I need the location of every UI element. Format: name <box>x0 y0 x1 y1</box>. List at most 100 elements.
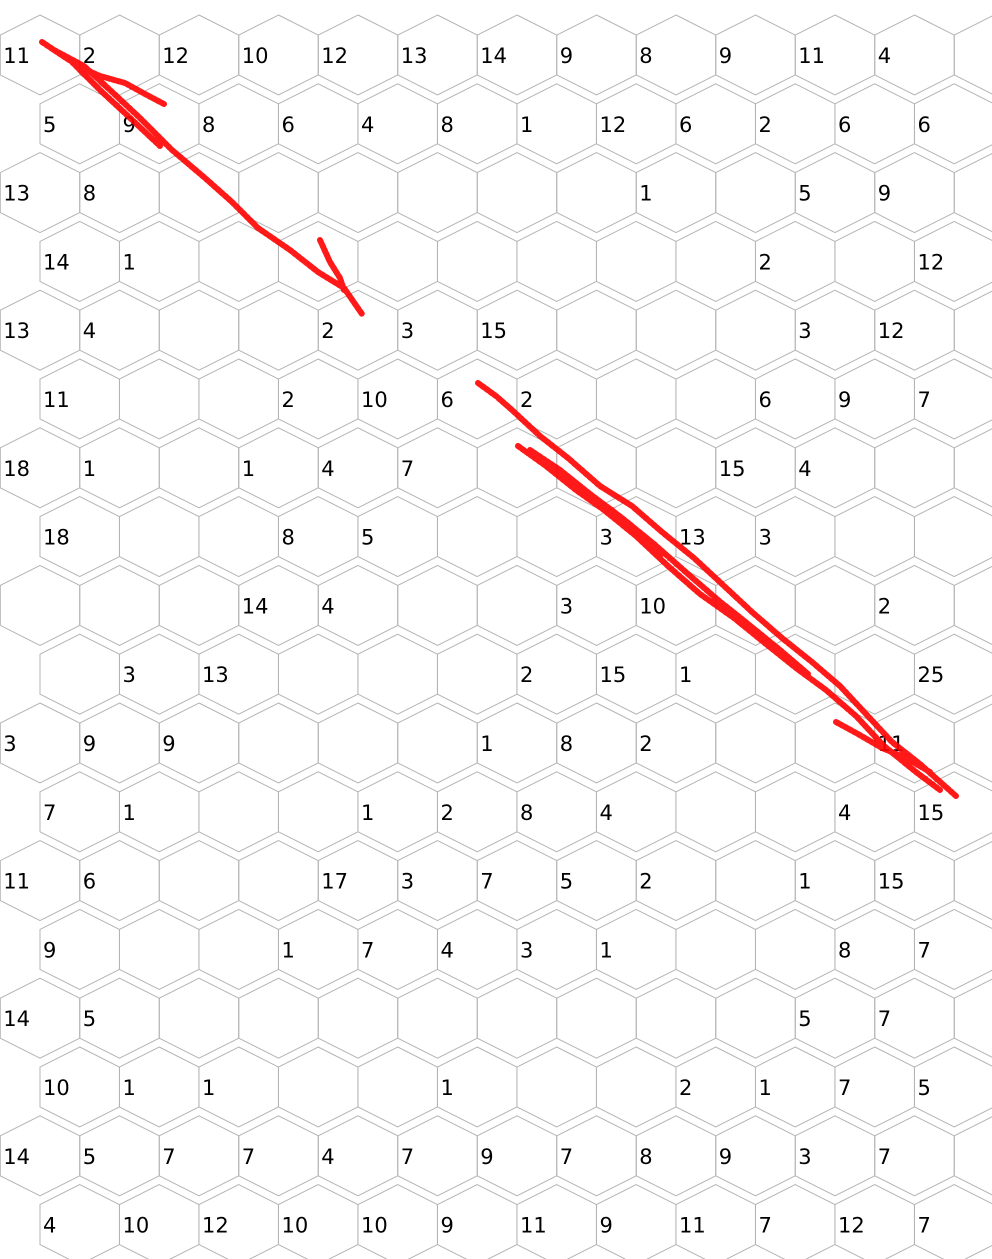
hex-cell[interactable] <box>914 83 992 165</box>
hex-cell[interactable] <box>635 289 717 371</box>
hex-cell[interactable] <box>953 978 992 1058</box>
hex-cell[interactable] <box>476 152 558 234</box>
hex-cell[interactable] <box>675 358 756 440</box>
hex-cell[interactable] <box>794 702 876 784</box>
hex-cell[interactable] <box>357 220 438 302</box>
hex-cell[interactable] <box>914 633 992 715</box>
hex-cell[interactable] <box>556 289 637 371</box>
hex-cell[interactable] <box>914 358 992 440</box>
hex-cell[interactable] <box>238 289 319 371</box>
hex-cell[interactable] <box>317 702 399 784</box>
hex-cell[interactable] <box>397 564 478 646</box>
hex-cell[interactable] <box>158 977 240 1059</box>
hex-cell[interactable] <box>635 977 717 1059</box>
hex-cell[interactable] <box>317 977 399 1059</box>
hex-cell[interactable] <box>516 220 597 302</box>
hex-cell[interactable] <box>953 1116 992 1196</box>
hex-cell[interactable] <box>357 1046 438 1128</box>
hex-value: 8 <box>441 113 454 137</box>
hex-cell[interactable] <box>119 908 200 990</box>
hex-cell[interactable] <box>238 840 319 922</box>
hex-cell[interactable] <box>596 220 677 302</box>
hex-cell[interactable] <box>556 977 637 1059</box>
hex-cell[interactable] <box>79 564 160 646</box>
hex-cell[interactable] <box>914 496 992 578</box>
hex-cell[interactable] <box>437 633 518 715</box>
hex-cell[interactable] <box>834 633 915 715</box>
hex-cell[interactable] <box>755 771 836 853</box>
hex-value: 11 <box>520 1214 547 1238</box>
hex-cell[interactable] <box>278 633 359 715</box>
hex-cell[interactable] <box>914 220 992 302</box>
hex-cell[interactable] <box>198 496 279 578</box>
hex-cell[interactable] <box>556 152 637 234</box>
hex-cell[interactable] <box>874 427 955 509</box>
hex-cell[interactable] <box>119 496 200 578</box>
hex-value: 3 <box>798 319 811 343</box>
hex-cell[interactable] <box>238 702 319 784</box>
hex-cell[interactable] <box>675 771 756 853</box>
hex-cell[interactable] <box>397 977 478 1059</box>
hex-cell[interactable] <box>675 220 756 302</box>
hex-value: 18 <box>43 526 70 550</box>
hex-value: 12 <box>321 44 348 68</box>
hex-value: 11 <box>3 44 30 68</box>
hex-cell[interactable] <box>317 152 399 234</box>
hex-cell[interactable] <box>0 564 81 646</box>
hex-value: 11 <box>3 870 30 894</box>
hex-value: 8 <box>838 938 851 962</box>
hex-cell[interactable] <box>715 702 796 784</box>
hex-cell[interactable] <box>397 152 478 234</box>
hex-value: 14 <box>3 1007 30 1031</box>
hex-cell[interactable] <box>755 908 836 990</box>
hex-cell[interactable] <box>953 565 992 645</box>
hex-cell[interactable] <box>476 564 558 646</box>
hex-cell[interactable] <box>834 220 915 302</box>
hex-cell[interactable] <box>914 771 992 853</box>
hex-value: 6 <box>441 388 454 412</box>
hex-cell[interactable] <box>357 633 438 715</box>
hex-cell[interactable] <box>119 358 200 440</box>
hex-cell[interactable] <box>953 15 992 95</box>
hex-cell[interactable] <box>953 428 992 508</box>
hex-cell[interactable] <box>953 153 992 233</box>
hex-cell[interactable] <box>834 496 915 578</box>
hex-cell[interactable] <box>596 358 677 440</box>
hex-cell[interactable] <box>158 152 240 234</box>
hex-cell[interactable] <box>278 1046 359 1128</box>
hex-cell[interactable] <box>914 1184 992 1259</box>
hex-cell[interactable] <box>715 977 796 1059</box>
hex-cell[interactable] <box>953 703 992 783</box>
hex-cell[interactable] <box>158 564 240 646</box>
hex-cell[interactable] <box>437 220 518 302</box>
hex-cell[interactable] <box>715 152 796 234</box>
hex-cell[interactable] <box>158 289 240 371</box>
hex-cell[interactable] <box>198 358 279 440</box>
hex-cell[interactable] <box>198 908 279 990</box>
hex-cell[interactable] <box>437 496 518 578</box>
hex-cell[interactable] <box>397 702 478 784</box>
hex-cell[interactable] <box>158 427 240 509</box>
hex-cell[interactable] <box>914 1046 992 1128</box>
hex-cell[interactable] <box>914 908 992 990</box>
hex-cell[interactable] <box>198 771 279 853</box>
hex-cell[interactable] <box>675 908 756 990</box>
hex-cell[interactable] <box>158 840 240 922</box>
hex-value: 7 <box>918 938 931 962</box>
hex-cell[interactable] <box>516 1046 597 1128</box>
hex-cell[interactable] <box>794 564 876 646</box>
hex-cell[interactable] <box>516 496 597 578</box>
hex-cell[interactable] <box>715 840 796 922</box>
hex-value: 7 <box>759 1214 772 1238</box>
hex-cell[interactable] <box>278 771 359 853</box>
hex-cell[interactable] <box>953 290 992 370</box>
hex-value: 2 <box>639 870 652 894</box>
hex-cell[interactable] <box>635 427 717 509</box>
hex-cell[interactable] <box>596 1046 677 1128</box>
hex-cell[interactable] <box>953 841 992 921</box>
hex-cell[interactable] <box>238 977 319 1059</box>
hex-value: 7 <box>838 1076 851 1100</box>
hex-cell[interactable] <box>476 977 558 1059</box>
hex-cell[interactable] <box>39 633 120 715</box>
hex-cell[interactable] <box>715 289 796 371</box>
